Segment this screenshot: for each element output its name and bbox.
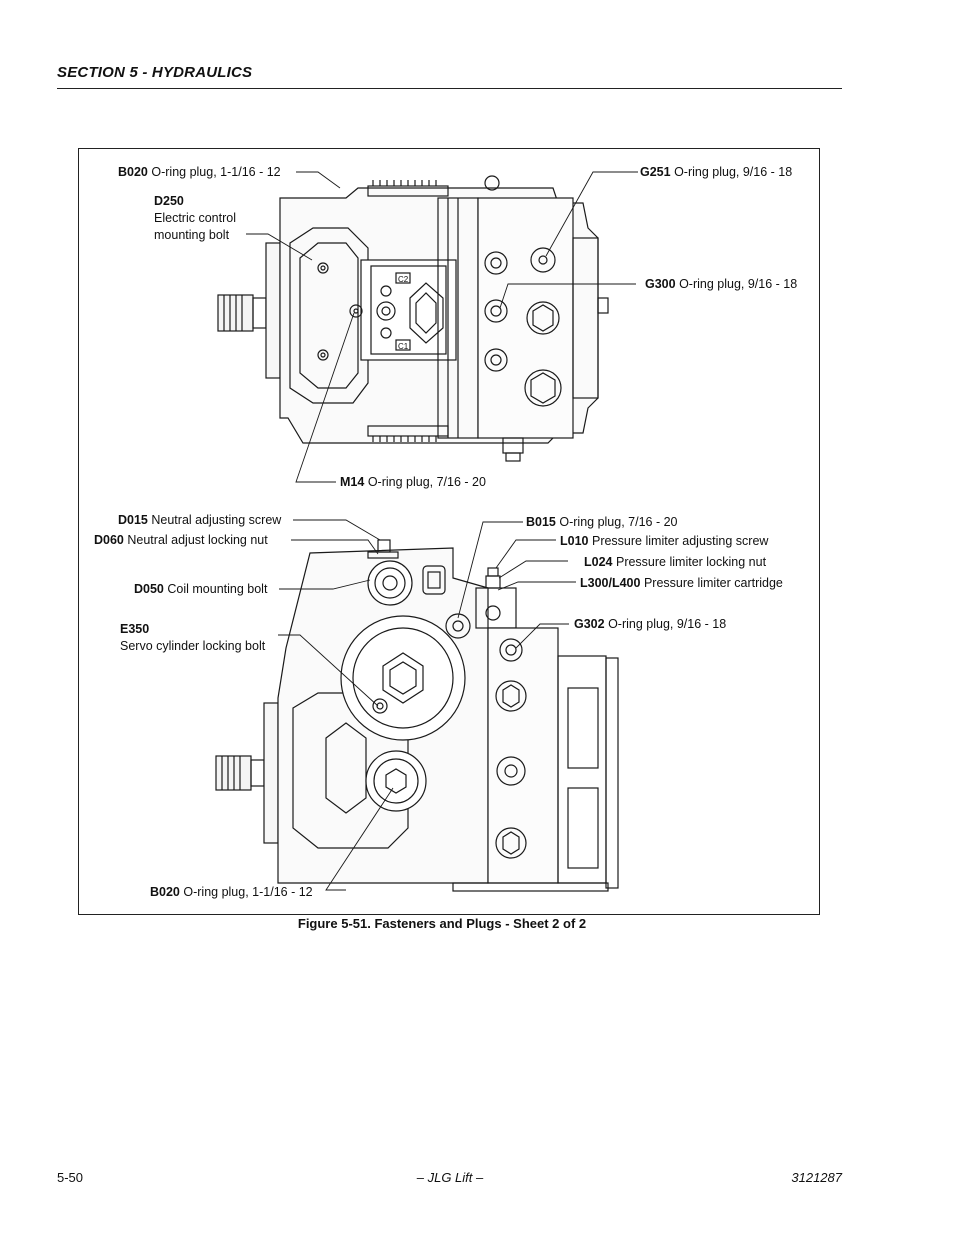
callout-b020-top: B020 O-ring plug, 1-1/16 - 12: [118, 165, 281, 179]
callout-d250-line1: Electric control: [154, 211, 236, 225]
callout-l300-l400: L300/L400 Pressure limiter cartridge: [580, 576, 783, 590]
callout-b015: B015 O-ring plug, 7/16 - 20: [526, 515, 678, 529]
document-number: 3121287: [791, 1170, 842, 1185]
callout-l010: L010 Pressure limiter adjusting screw: [560, 534, 769, 548]
callout-d250-line2: mounting bolt: [154, 228, 230, 242]
callout-d060: D060 Neutral adjust locking nut: [94, 533, 268, 547]
callout-d050: D050 Coil mounting bolt: [134, 582, 268, 596]
callout-l024: L024 Pressure limiter locking nut: [584, 555, 767, 569]
figure-caption: Figure 5-51. Fasteners and Plugs - Sheet…: [297, 916, 587, 931]
callout-e350-code: E350: [120, 622, 149, 636]
callout-b020-bottom: B020 O-ring plug, 1-1/16 - 12: [150, 885, 313, 899]
figure-frame: [78, 148, 820, 915]
callout-d015: D015 Neutral adjusting screw: [118, 513, 282, 527]
callout-d250-code: D250: [154, 194, 184, 208]
c1-marking: C1: [398, 342, 409, 351]
callout-g251: G251 O-ring plug, 9/16 - 18: [640, 165, 792, 179]
c2-marking: C2: [398, 275, 409, 284]
callout-m14: M14 O-ring plug, 7/16 - 20: [340, 475, 486, 489]
footer-brand: – JLG Lift –: [416, 1170, 484, 1185]
leader-lines: [246, 171, 638, 891]
callout-g300: G300 O-ring plug, 9/16 - 18: [645, 277, 797, 291]
page-number: 5-50: [57, 1170, 84, 1185]
header-divider: [57, 88, 842, 89]
callout-e350-text: Servo cylinder locking bolt: [120, 639, 266, 653]
pump-illustration: C2 C1: [94, 165, 797, 899]
section-title: SECTION 5 - HYDRAULICS: [57, 64, 253, 81]
top-view-pump: C2 C1: [217, 175, 609, 462]
callouts: B020 O-ring plug, 1-1/16 - 12 D250 Elect…: [94, 165, 797, 899]
callout-g302: G302 O-ring plug, 9/16 - 18: [574, 617, 726, 631]
side-view-pump: [215, 539, 619, 892]
